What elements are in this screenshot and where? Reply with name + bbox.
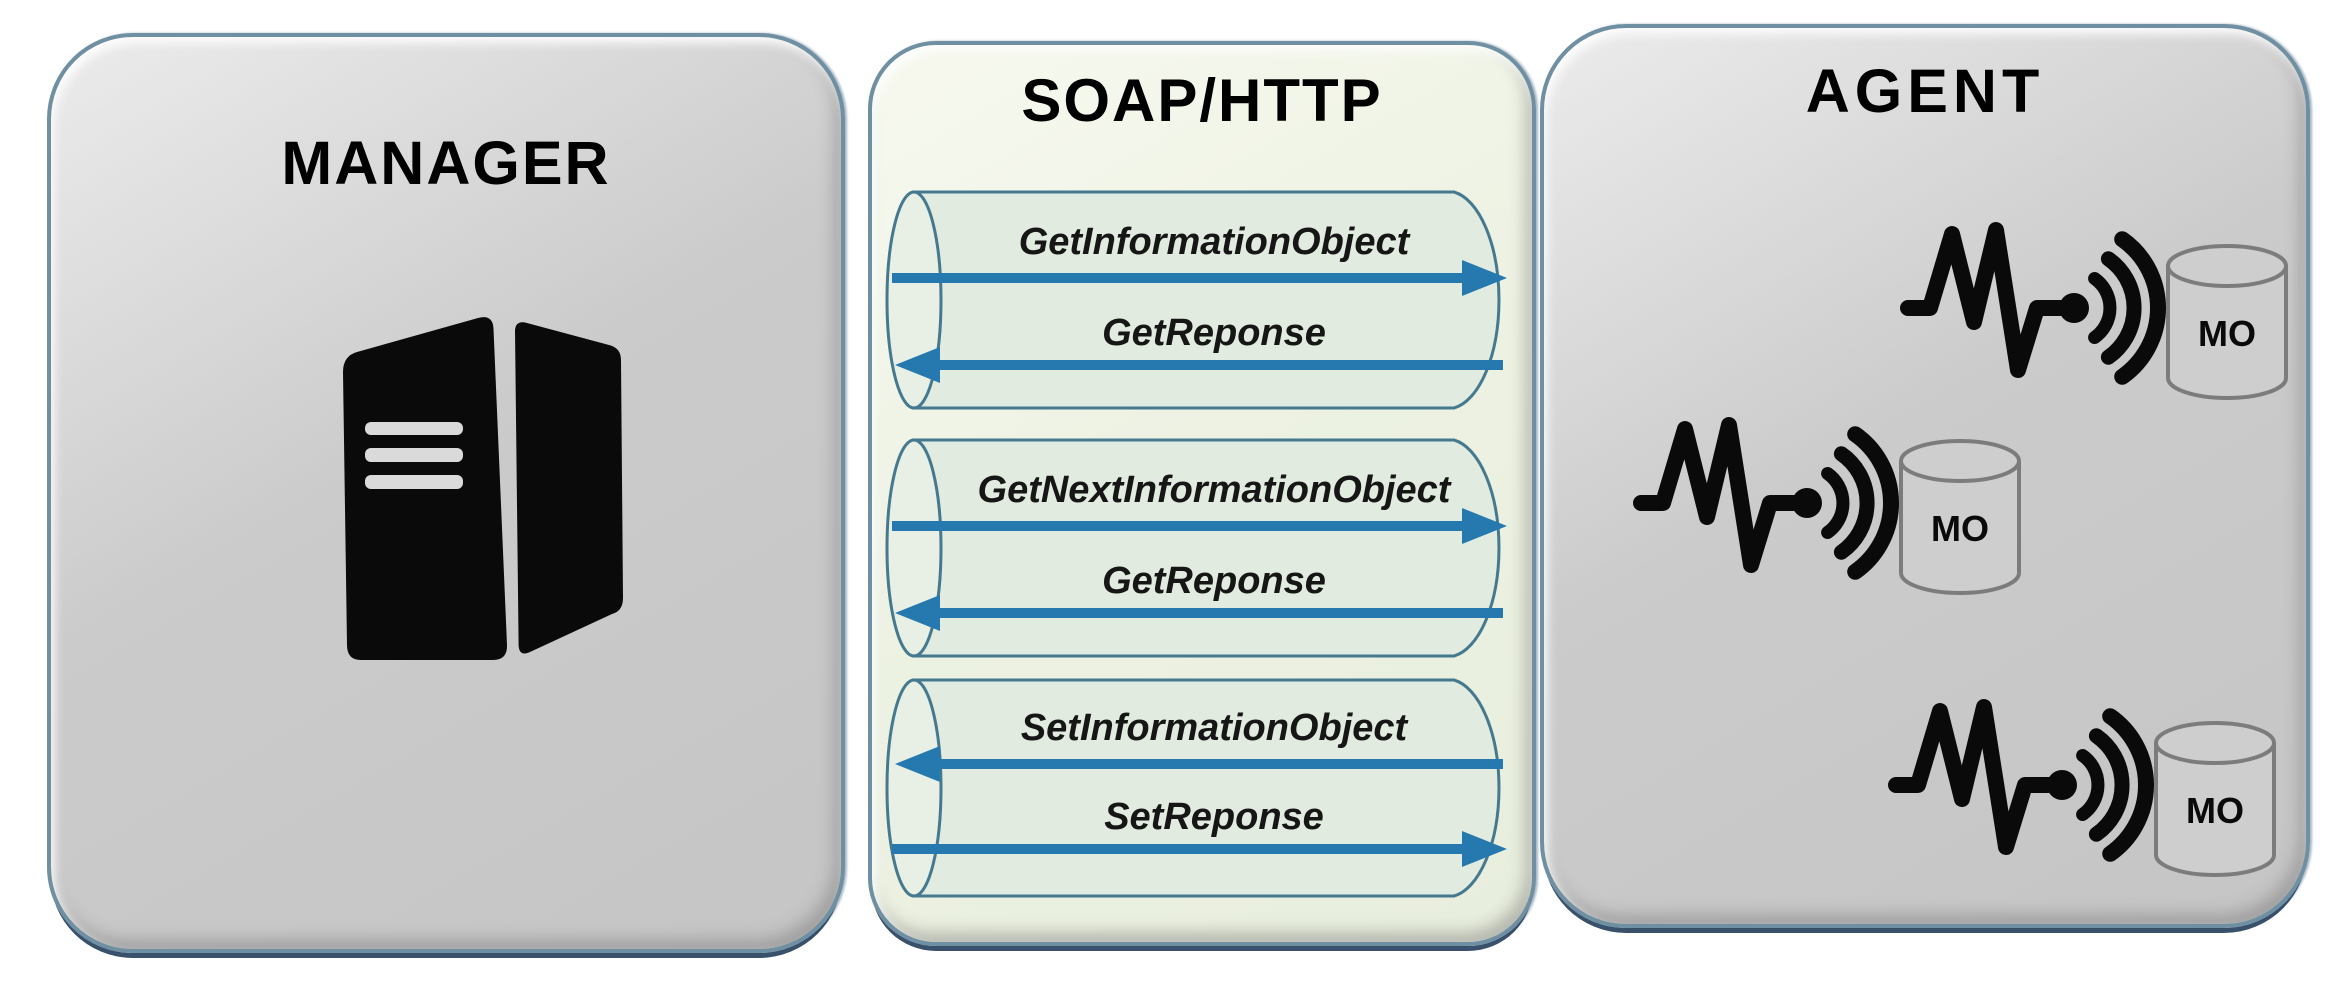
pipe-request-label: GetNextInformationObject (978, 469, 1452, 511)
mo-cylinder-icon: MO (1899, 439, 2021, 595)
pulse-signal-icon (1888, 699, 2154, 862)
agent-node: MO (1900, 222, 2288, 400)
pipe-response-label: GetReponse (1102, 560, 1326, 602)
pipe-request-label: SetInformationObject (1021, 707, 1409, 749)
response-arrowhead (895, 347, 940, 383)
server-tower-icon (343, 317, 623, 660)
pulse-signal-icon (1900, 222, 2166, 385)
mo-cylinder-icon: MO (2166, 244, 2288, 400)
agent-node: MO (1888, 699, 2276, 877)
pipe-response-label: GetReponse (1102, 312, 1326, 354)
pipe-request-label: GetInformationObject (1019, 221, 1411, 263)
mo-label: MO (2186, 790, 2244, 831)
mo-label: MO (1931, 508, 1989, 549)
manager-title: MANAGER (281, 129, 611, 197)
request-arrowhead (1462, 508, 1507, 544)
pipe-response-label: SetReponse (1104, 796, 1324, 838)
transport-title: SOAP/HTTP (1021, 67, 1383, 134)
pulse-signal-icon (1633, 417, 1899, 580)
request-arrowhead (1462, 260, 1507, 296)
mo-label: MO (2198, 313, 2256, 354)
response-arrowhead (1462, 831, 1507, 867)
pipe-get: GetInformationObject GetReponse (885, 190, 1507, 410)
mo-cylinder-icon: MO (2154, 721, 2276, 877)
request-arrowhead (895, 746, 940, 782)
pipe-set: SetInformationObject SetReponse (885, 678, 1507, 898)
response-arrowhead (895, 595, 940, 631)
pipe-getnext: GetNextInformationObject GetReponse (885, 438, 1507, 658)
agent-node: MO (1633, 417, 2021, 595)
agent-title: AGENT (1805, 57, 2045, 125)
